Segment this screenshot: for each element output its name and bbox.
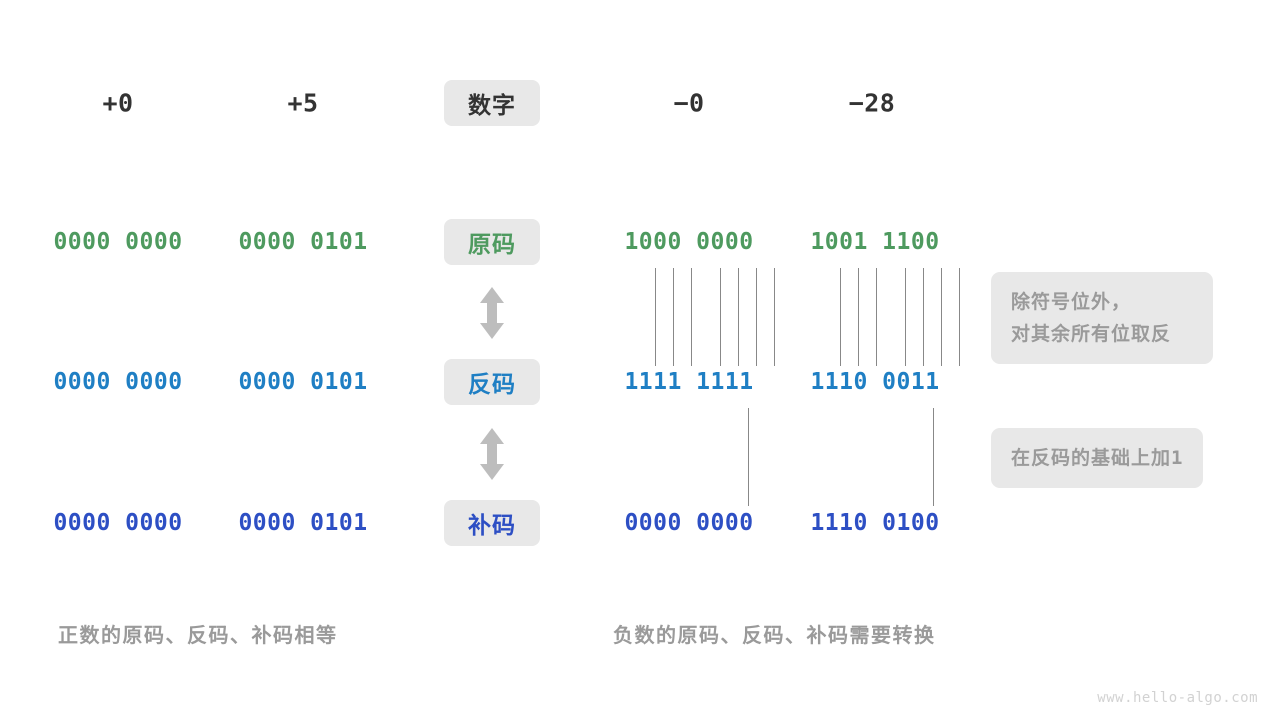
note-invert-bits-line1: 除符号位外，	[1011, 291, 1132, 313]
value-sign-mag-minus28: 1001 1100	[810, 229, 940, 255]
value-twos-minus0: 0000 0000	[624, 510, 754, 536]
value-twos-plus0: 0000 0000	[53, 510, 183, 536]
connector-line	[941, 268, 942, 366]
value-sign-mag-minus0: 1000 0000	[624, 229, 754, 255]
note-invert-bits-line2: 对其余所有位取反	[1011, 323, 1172, 345]
value-sign-mag-plus5: 0000 0101	[238, 229, 368, 255]
row-label-ones-complement: 反码	[444, 359, 540, 405]
value-sign-mag-plus0: 0000 0000	[53, 229, 183, 255]
note-invert-bits: 除符号位外， 对其余所有位取反	[991, 272, 1213, 364]
row-label-number: 数字	[444, 80, 540, 126]
connector-line	[959, 268, 960, 366]
note-add-one: 在反码的基础上加1	[991, 428, 1204, 488]
row-label-sign-magnitude: 原码	[444, 219, 540, 265]
connector-line	[655, 268, 656, 366]
connector-line	[774, 268, 775, 366]
connector-line	[738, 268, 739, 366]
column-header-plus0: +0	[102, 88, 134, 118]
value-ones-minus28: 1110 0011	[810, 369, 940, 395]
column-header-minus28: −28	[848, 88, 896, 118]
caption-positive: 正数的原码、反码、补码相等	[58, 623, 338, 647]
connector-line	[905, 268, 906, 366]
value-ones-minus0: 1111 1111	[624, 369, 754, 395]
column-header-minus0: −0	[673, 88, 705, 118]
connector-line	[933, 408, 934, 506]
double-arrow-icon	[477, 285, 507, 341]
connector-line	[876, 268, 877, 366]
value-twos-minus28: 1110 0100	[810, 510, 940, 536]
connector-line	[673, 268, 674, 366]
row-label-twos-complement: 补码	[444, 500, 540, 546]
value-twos-plus5: 0000 0101	[238, 510, 368, 536]
double-arrow-icon	[477, 426, 507, 482]
connector-line	[858, 268, 859, 366]
caption-negative: 负数的原码、反码、补码需要转换	[613, 623, 936, 647]
column-header-plus5: +5	[287, 88, 319, 118]
connector-line	[756, 268, 757, 366]
connector-line	[840, 268, 841, 366]
connector-line	[923, 268, 924, 366]
value-ones-plus0: 0000 0000	[53, 369, 183, 395]
note-add-one-value: 1	[1171, 447, 1184, 469]
value-ones-plus5: 0000 0101	[238, 369, 368, 395]
note-add-one-text: 在反码的基础上加	[1011, 447, 1172, 469]
connector-line	[691, 268, 692, 366]
watermark: www.hello-algo.com	[1097, 690, 1258, 706]
connector-line	[748, 408, 749, 506]
connector-line	[720, 268, 721, 366]
